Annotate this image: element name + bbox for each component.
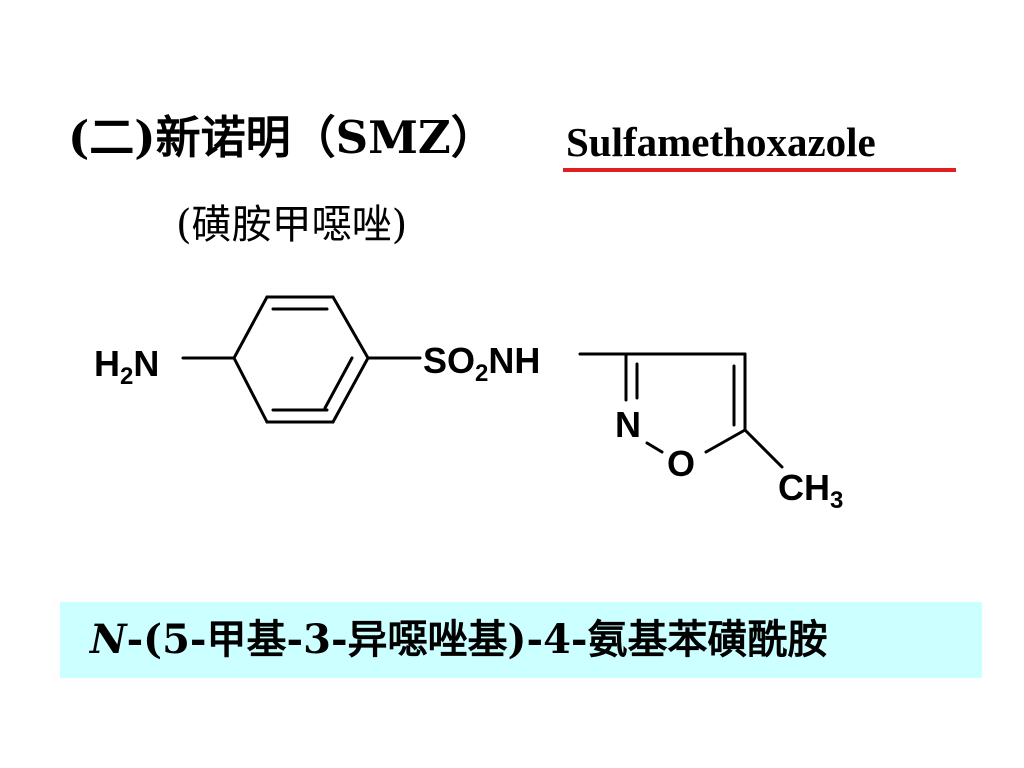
iupac-name: N-(5-甲基-3-异噁唑基)-4-氨基苯磺酰胺	[90, 610, 828, 670]
benzene-bond-right-top	[331, 295, 370, 360]
subtitle-chinese-name: (磺胺甲噁唑)	[176, 202, 408, 248]
english-name-underline	[563, 168, 956, 172]
iupac-name-rest: -(5-甲基-3-异噁唑基)-4-氨基苯磺酰胺	[126, 616, 828, 663]
benzene-bond-left-top	[232, 295, 269, 360]
methyl-label: CH3	[778, 467, 843, 514]
ring-nitrogen-label: N	[615, 404, 641, 445]
amine-label: H2N	[94, 343, 159, 390]
iupac-name-box: N-(5-甲基-3-异噁唑基)-4-氨基苯磺酰胺	[60, 602, 982, 678]
isoxazole-bond-c5-o	[704, 428, 747, 454]
title-chinese-name: (二)新诺明（SMZ）	[68, 111, 496, 164]
benzene-bond-right-bottom	[331, 356, 370, 424]
bond-methyl	[743, 428, 784, 469]
english-drug-name: Sulfamethoxazole	[566, 119, 876, 165]
ring-oxygen-label: O	[667, 443, 695, 484]
benzene-double-right	[323, 356, 354, 410]
isoxazole-bond-o-n	[645, 441, 664, 454]
slide-title: (二)新诺明（SMZ）	[68, 108, 496, 168]
iupac-italic-prefix: N	[90, 616, 127, 663]
sulfonamide-label: SO2NH	[423, 340, 540, 387]
benzene-bond-left-bottom	[232, 356, 269, 424]
